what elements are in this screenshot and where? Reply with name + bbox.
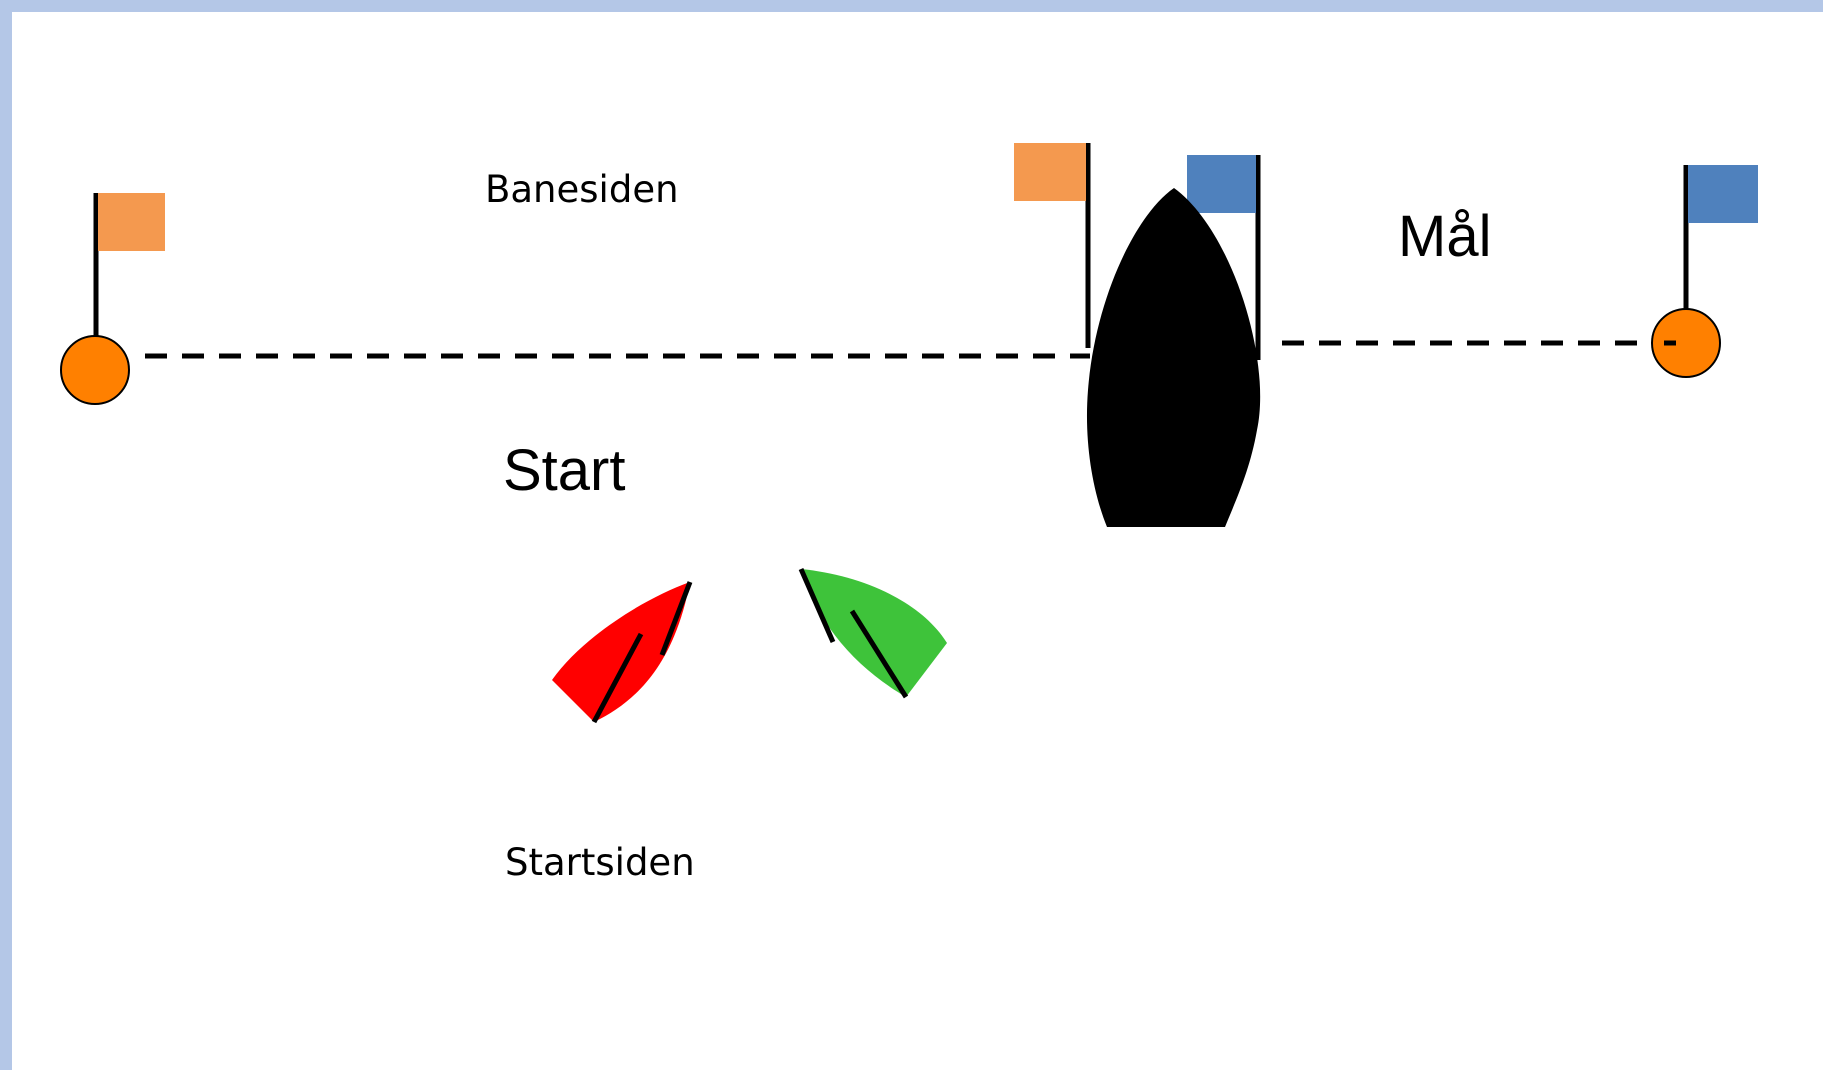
red-boat-icon [552,581,693,724]
green-boat-icon [798,567,947,699]
blue-flag-icon [1688,165,1758,223]
diagram-canvas [12,12,1823,1070]
start-label: Start [503,438,626,503]
course-side-label: Banesiden [485,168,679,211]
finish-label: Mål [1398,204,1491,269]
blue-flag-icon [1187,155,1256,213]
committee-boat-icon [1014,143,1261,527]
orange-flag-icon [98,193,165,251]
right-buoy-icon [1651,165,1758,378]
orange-flag-icon [1014,143,1086,201]
left-buoy-icon [60,193,165,405]
start-side-label: Startsiden [505,841,695,884]
